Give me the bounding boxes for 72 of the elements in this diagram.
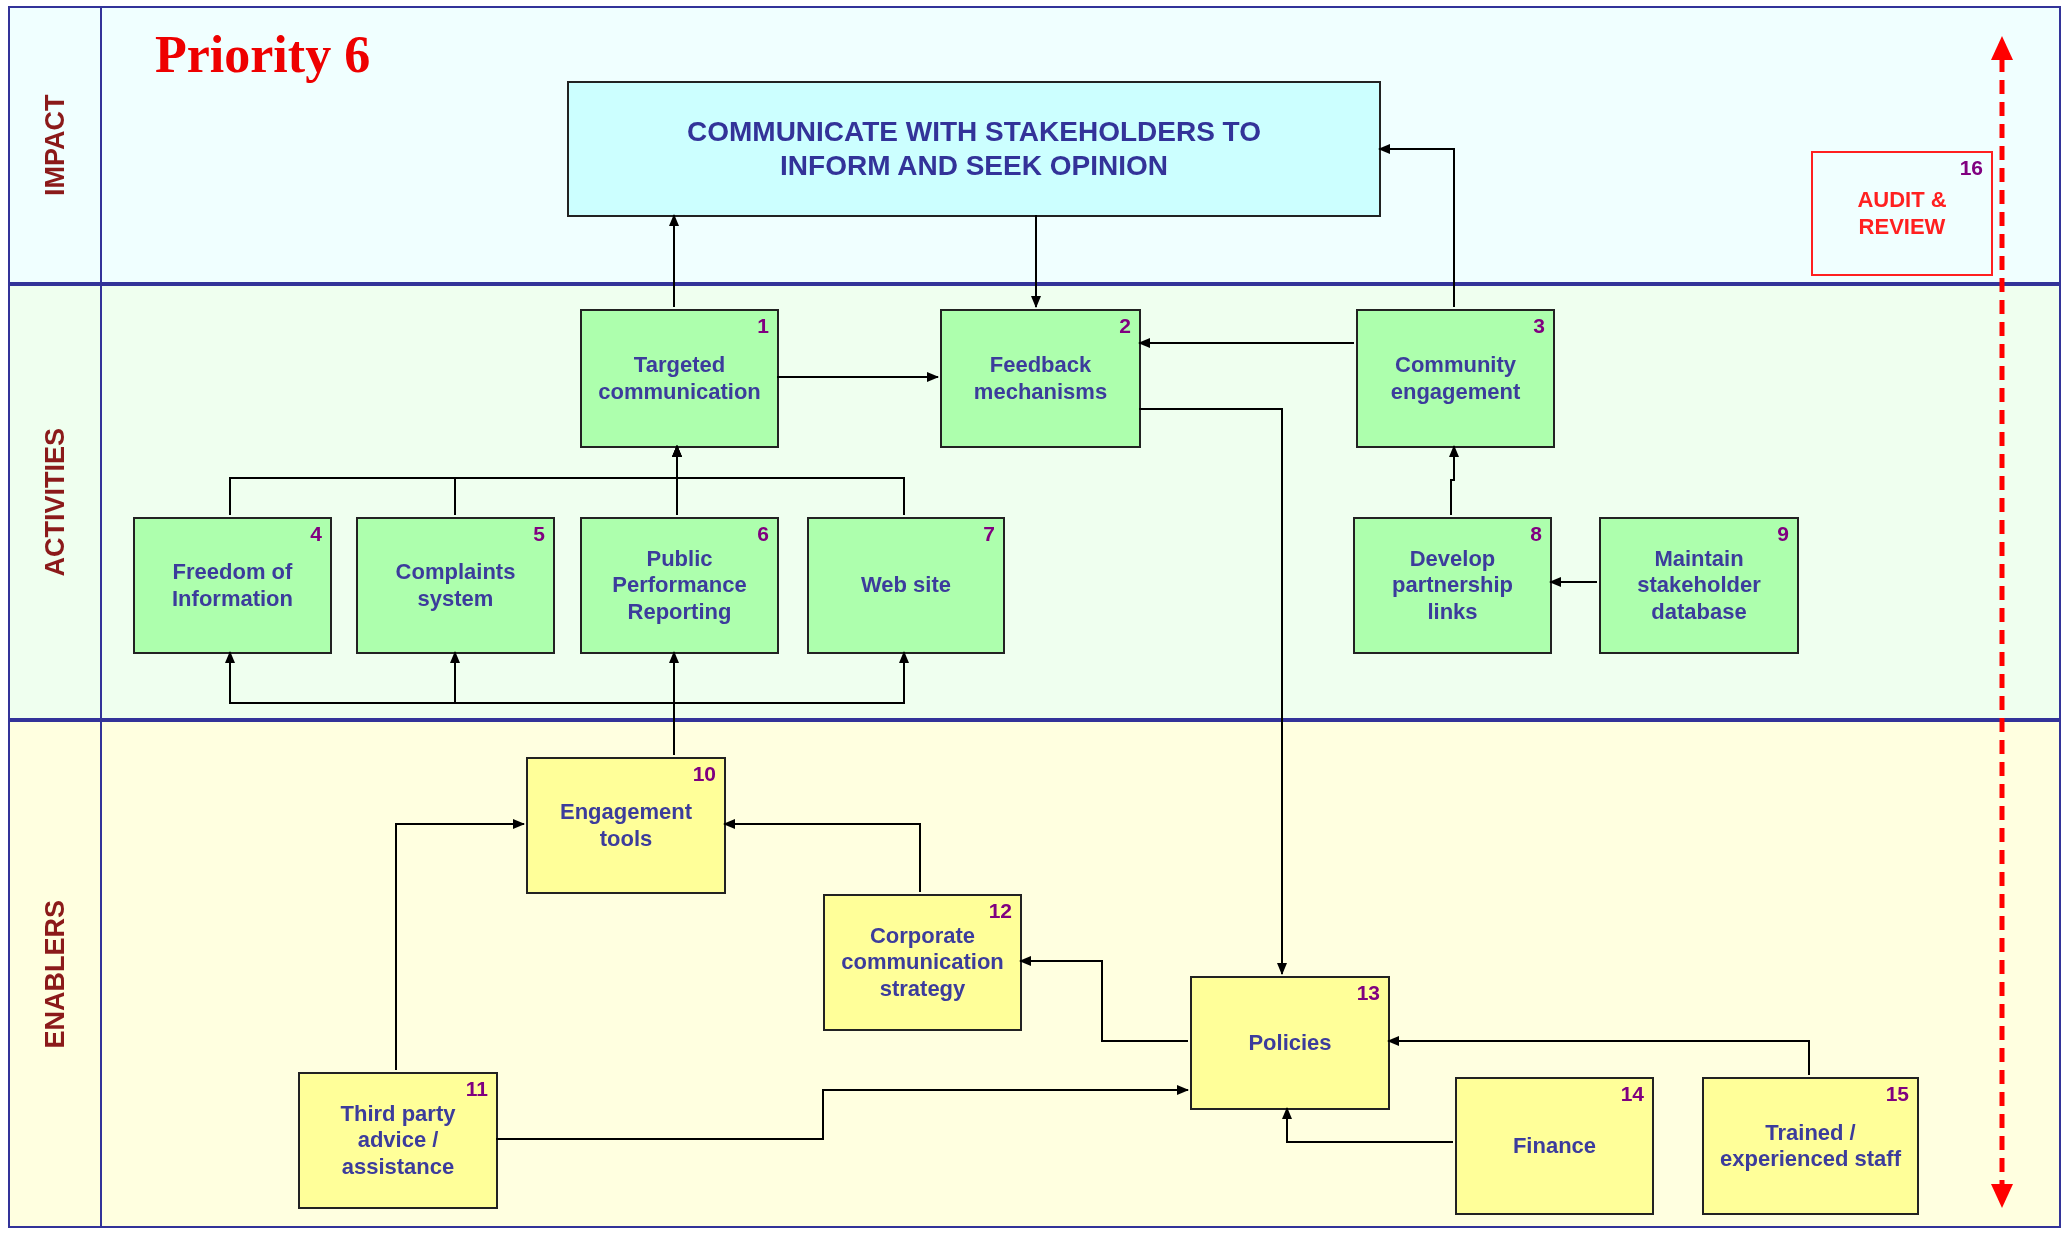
process-box xyxy=(1353,517,1552,654)
arrow xyxy=(1549,577,1598,587)
box-number: 5 xyxy=(533,523,545,544)
box-number: 15 xyxy=(1885,1083,1909,1104)
arrow xyxy=(672,445,905,516)
box-number: 13 xyxy=(1356,982,1380,1003)
arrow xyxy=(1282,1107,1454,1143)
box-number: 3 xyxy=(1533,315,1545,336)
title: Priority 6 xyxy=(155,25,371,85)
box-label: Third party advice / assistance xyxy=(339,1100,457,1181)
process-box xyxy=(1190,976,1390,1110)
box-number: 10 xyxy=(692,763,716,784)
box-label: Community engagement xyxy=(1389,352,1522,405)
box-label: Web site xyxy=(859,572,953,599)
box-label: Freedom of Information xyxy=(171,559,294,612)
process-box xyxy=(356,517,555,654)
box-label: Policies xyxy=(1247,1029,1333,1057)
process-box xyxy=(940,309,1141,448)
arrow xyxy=(776,372,939,382)
process-box xyxy=(526,757,726,894)
process-box xyxy=(580,517,779,654)
box-number: 7 xyxy=(983,523,995,544)
box-number: 11 xyxy=(465,1078,488,1099)
arrow xyxy=(669,214,679,308)
swimlane-band xyxy=(8,284,2061,720)
band-label: ACTIVITIES xyxy=(38,427,71,577)
box-label: AUDIT & REVIEW xyxy=(1856,187,1948,240)
arrow xyxy=(1138,408,1287,975)
band-label: IMPACT xyxy=(38,94,71,196)
arrow xyxy=(1031,214,1041,308)
process-box xyxy=(580,309,779,448)
arrow xyxy=(1387,1036,1810,1076)
box-label: Develop partnership links xyxy=(1391,545,1514,626)
audit-box xyxy=(1811,151,1993,276)
process-box xyxy=(1702,1077,1919,1215)
box-number: 6 xyxy=(757,523,769,544)
box-number: 2 xyxy=(1119,315,1131,336)
box-number: 8 xyxy=(1530,523,1542,544)
box-label: Engagement tools xyxy=(559,799,693,852)
goal-box xyxy=(567,81,1381,217)
box-label: Maintain stakeholder database xyxy=(1636,545,1762,626)
box-number: 4 xyxy=(310,523,322,544)
box-label: COMMUNICATE WITH STAKEHOLDERS TO INFORM AND SEEK OPINION xyxy=(686,115,1262,183)
arrow xyxy=(395,819,525,1071)
process-box xyxy=(1599,517,1799,654)
band-label: ENABLERS xyxy=(38,899,71,1049)
box-number: 16 xyxy=(1959,157,1983,178)
process-box xyxy=(1356,309,1555,448)
box-label: Trained / experienced staff xyxy=(1719,1119,1902,1173)
process-box xyxy=(1455,1077,1654,1215)
box-number: 1 xyxy=(757,315,769,336)
arrow xyxy=(1378,144,1455,308)
box-label: Corporate communication strategy xyxy=(840,922,1005,1003)
arrow xyxy=(723,819,921,893)
box-number: 12 xyxy=(988,900,1012,921)
box-number: 9 xyxy=(1777,523,1789,544)
box-label: Public Performance Reporting xyxy=(611,545,748,626)
box-label: Targeted communication xyxy=(597,352,762,405)
box-number: 14 xyxy=(1620,1083,1644,1104)
box-label: Finance xyxy=(1511,1132,1598,1160)
process-box xyxy=(298,1072,498,1209)
process-box xyxy=(133,517,332,654)
box-label: Feedback mechanisms xyxy=(972,352,1109,405)
box-label: Complaints system xyxy=(394,559,517,612)
arrow xyxy=(1138,338,1355,348)
arrow xyxy=(1449,445,1459,516)
process-box xyxy=(823,894,1022,1031)
swimlane-band xyxy=(8,6,2061,284)
arrow xyxy=(495,1085,1189,1140)
arrow xyxy=(1019,956,1189,1042)
swimlane-band xyxy=(8,720,2061,1228)
process-box xyxy=(807,517,1005,654)
